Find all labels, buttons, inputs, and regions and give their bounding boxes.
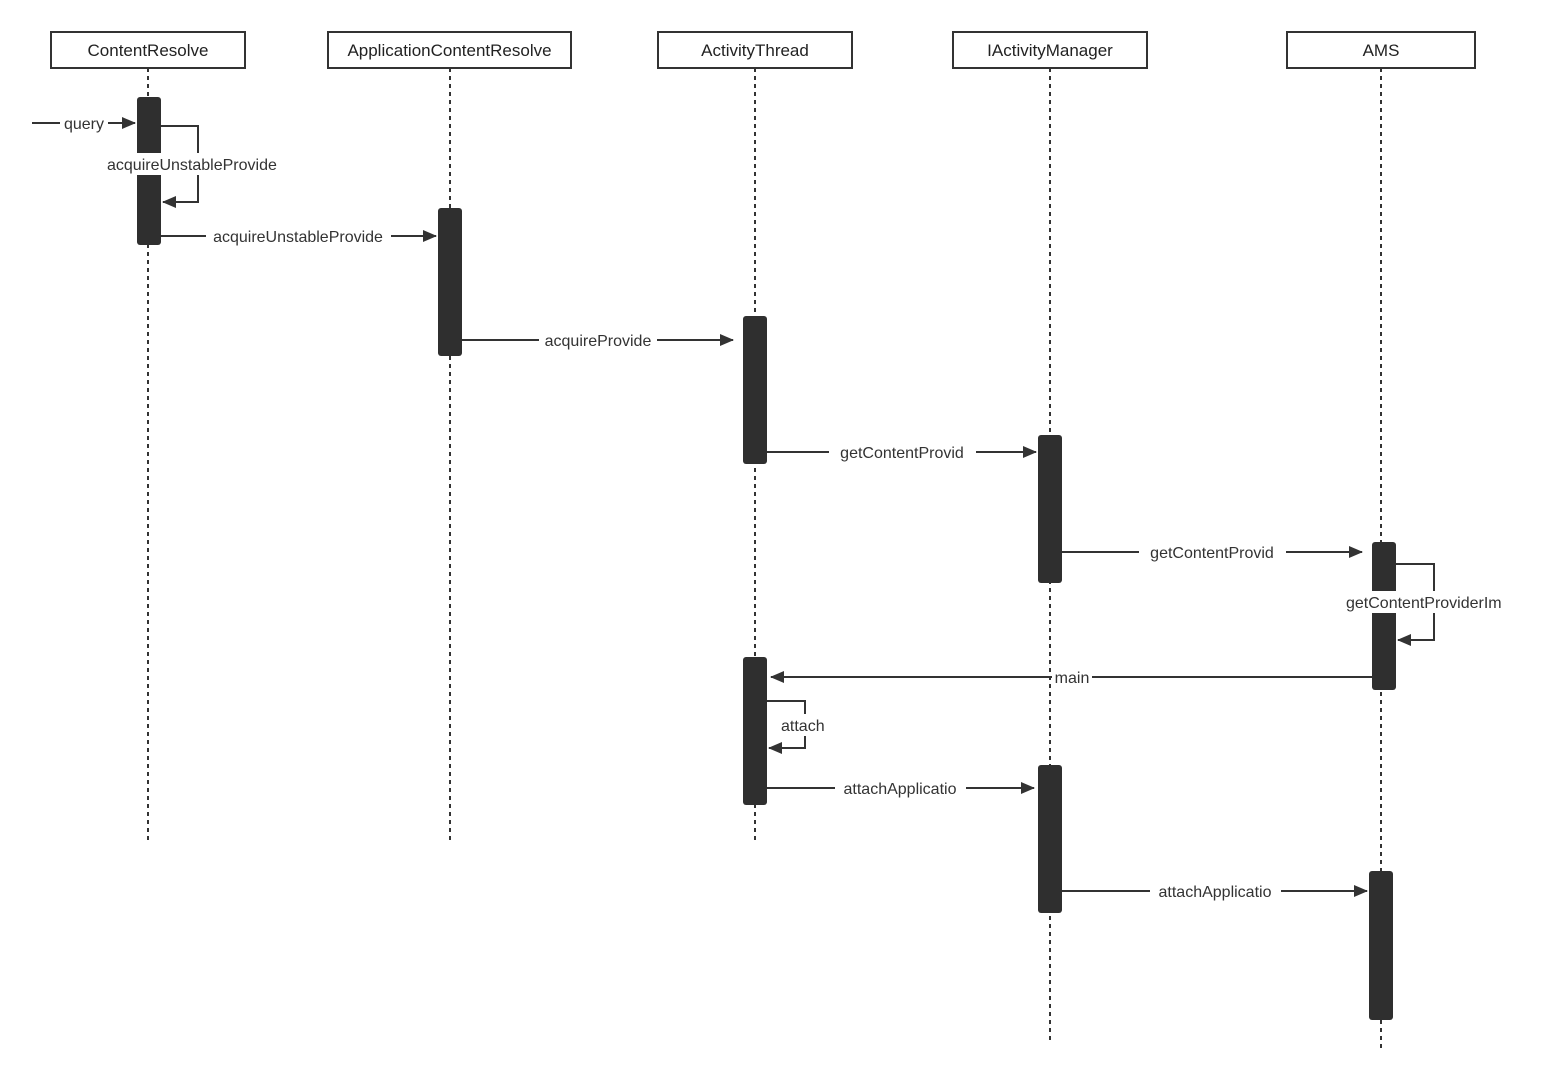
participant-applicationcontentresolve[interactable]: ApplicationContentResolve xyxy=(327,31,572,69)
message-self-attach[interactable]: attach xyxy=(767,700,828,754)
message-label: main xyxy=(1055,670,1090,687)
message-label: getContentProvid xyxy=(1150,545,1274,562)
message-label: getContentProvid xyxy=(840,445,964,462)
message-label: query xyxy=(64,116,104,133)
message-query[interactable]: query xyxy=(32,113,136,133)
message-label: acquireUnstableProvide xyxy=(107,157,277,174)
message-attachapplicatio-ams[interactable]: attachApplicatio xyxy=(1062,881,1368,901)
message-label: acquireUnstableProvide xyxy=(213,229,383,246)
message-self-getcontentproviderim[interactable]: getContentProviderIm xyxy=(1346,563,1522,646)
message-getcontentprovid-ams[interactable]: getContentProvid xyxy=(1062,542,1363,562)
message-main[interactable]: main xyxy=(770,667,1372,687)
participant-contentresolve[interactable]: ContentResolve xyxy=(50,31,246,69)
participant-label: ContentResolve xyxy=(88,41,209,60)
message-getcontentprovid[interactable]: getContentProvid xyxy=(767,442,1037,462)
message-acquireunstableprovide[interactable]: acquireUnstableProvide xyxy=(161,226,437,246)
activation-bar xyxy=(1369,871,1393,1020)
participant-label: IActivityManager xyxy=(987,41,1113,60)
activation-bar xyxy=(1038,435,1062,583)
message-label: attachApplicatio xyxy=(1159,884,1272,901)
message-label: attachApplicatio xyxy=(844,781,957,798)
message-self-acquireunstableprovide[interactable]: acquireUnstableProvide xyxy=(107,125,289,208)
participant-ams[interactable]: AMS xyxy=(1286,31,1476,69)
activation-bar xyxy=(1372,542,1396,690)
participant-label: ActivityThread xyxy=(701,41,809,60)
participant-label: AMS xyxy=(1363,41,1400,60)
activation-bar xyxy=(438,208,462,356)
message-label: attach xyxy=(781,718,825,735)
participant-iactivitymanager[interactable]: IActivityManager xyxy=(952,31,1148,69)
message-acquireprovide[interactable]: acquireProvide xyxy=(462,330,734,350)
message-attachapplicatio[interactable]: attachApplicatio xyxy=(767,778,1035,798)
participant-label: ApplicationContentResolve xyxy=(347,41,551,60)
activation-bar xyxy=(1038,765,1062,913)
activation-bar xyxy=(743,657,767,805)
participant-activitythread[interactable]: ActivityThread xyxy=(657,31,853,69)
message-label: acquireProvide xyxy=(545,333,652,350)
message-label: getContentProviderIm xyxy=(1346,595,1502,612)
activation-bar xyxy=(743,316,767,464)
